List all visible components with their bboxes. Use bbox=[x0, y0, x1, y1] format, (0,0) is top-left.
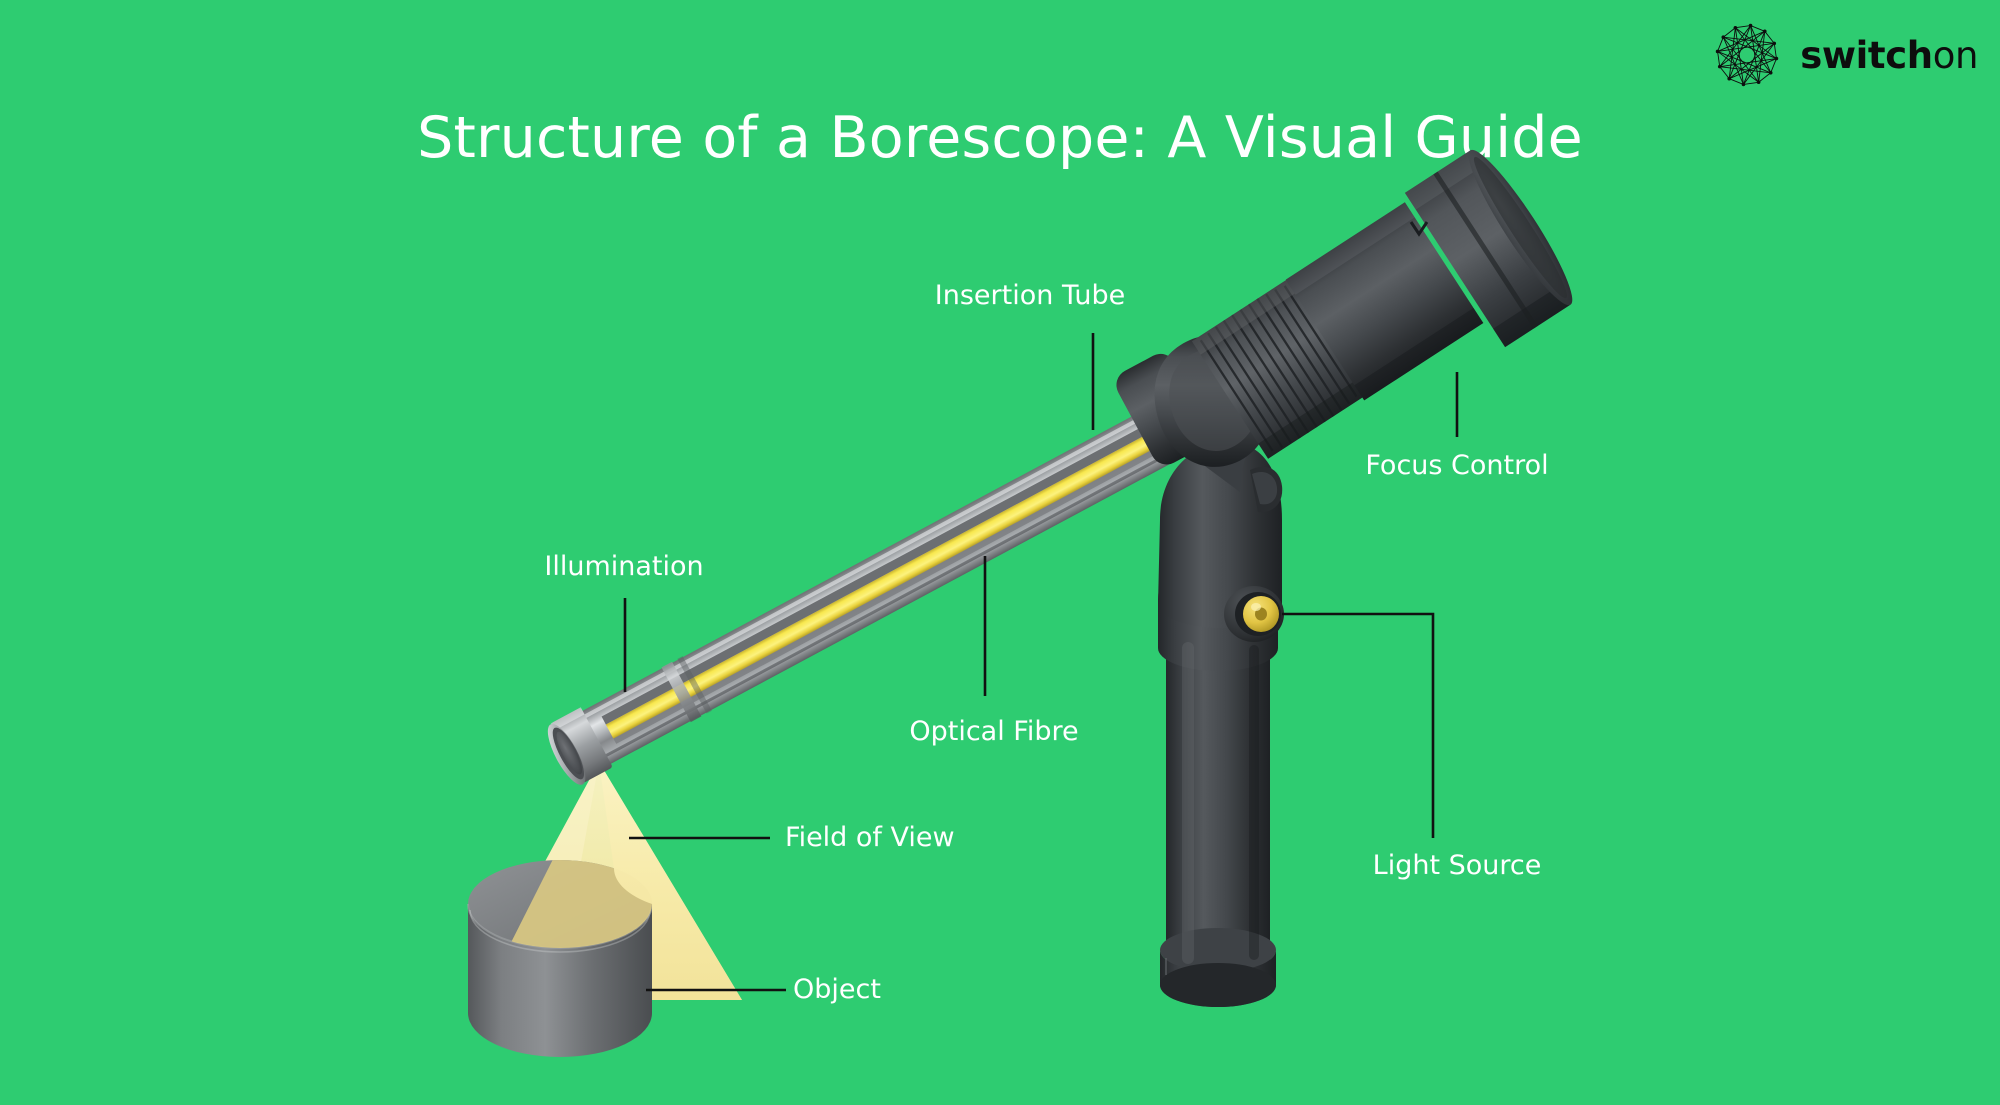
page-title: Structure of a Borescope: A Visual Guide bbox=[417, 105, 1583, 171]
brand-name: switchon bbox=[1800, 37, 1978, 74]
eyecup bbox=[1404, 149, 1573, 348]
leader-lines bbox=[623, 333, 1459, 992]
label-optical-fibre: Optical Fibre bbox=[909, 716, 1079, 747]
label-field-of-view: Field of View bbox=[785, 822, 955, 853]
label-focus-control: Focus Control bbox=[1365, 450, 1549, 481]
brand-name-strong: switch bbox=[1800, 33, 1933, 77]
object-cylinder bbox=[467, 762, 742, 1057]
tube-tip-lens-icon bbox=[547, 723, 586, 785]
light-source-port bbox=[1224, 586, 1284, 642]
eyepiece-assembly bbox=[1116, 149, 1573, 467]
label-object: Object bbox=[793, 974, 881, 1005]
label-insertion-tube: Insertion Tube bbox=[934, 280, 1126, 311]
focus-ring bbox=[1191, 275, 1369, 459]
leader-light-source bbox=[1282, 612, 1435, 838]
brand-name-light: on bbox=[1932, 33, 1979, 77]
insertion-tube bbox=[547, 394, 1202, 785]
label-illumination: Illumination bbox=[544, 551, 704, 582]
switchon-polygon-logo-icon bbox=[1716, 23, 1779, 87]
label-light-source: Light Source bbox=[1372, 850, 1542, 881]
brand-logo: switchon bbox=[1708, 16, 1978, 94]
